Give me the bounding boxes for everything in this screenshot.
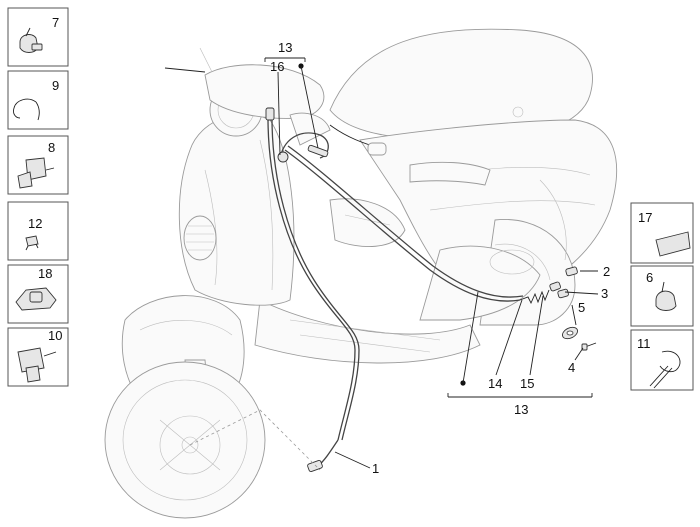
callout-12: 12 — [28, 216, 42, 231]
box-10[interactable]: 10 — [7, 327, 69, 387]
box-12[interactable]: 12 — [7, 201, 69, 261]
callout-4: 4 — [568, 360, 575, 375]
box-17[interactable]: 17 — [630, 202, 694, 264]
callout-3: 3 — [601, 286, 608, 301]
callout-6: 6 — [646, 270, 653, 285]
leader-lines — [264, 57, 599, 469]
bushing-part[interactable] — [565, 266, 578, 277]
box-18[interactable]: 18 — [7, 264, 69, 324]
transmission-cable[interactable] — [284, 149, 521, 302]
callout-15: 15 — [520, 376, 534, 391]
box-9[interactable]: 9 — [7, 70, 69, 130]
callout-13-bottom: 13 — [514, 402, 528, 417]
speedometer-cable[interactable] — [267, 117, 356, 441]
box-8[interactable]: 8 — [7, 135, 69, 195]
callout-9: 9 — [52, 78, 59, 93]
callout-7: 7 — [52, 15, 59, 30]
callout-10: 10 — [48, 328, 62, 343]
callout-13-top: 13 — [278, 40, 292, 55]
box-11[interactable]: 11 — [630, 329, 694, 391]
box-7[interactable]: 7 — [7, 7, 69, 67]
callout-11: 11 — [637, 336, 651, 351]
callout-5: 5 — [578, 300, 585, 315]
box-6[interactable]: 6 — [630, 265, 694, 327]
callout-14: 14 — [488, 376, 502, 391]
callout-18: 18 — [38, 266, 52, 281]
callout-2: 2 — [603, 264, 610, 279]
callout-numbers: 13 16 2 3 5 4 14 15 13 1 — [270, 40, 610, 476]
loose-parts — [557, 266, 597, 351]
scooter-illustration — [104, 28, 617, 519]
callout-17: 17 — [638, 210, 652, 225]
callout-1: 1 — [372, 461, 379, 476]
callout-16: 16 — [270, 59, 284, 74]
speedometer-cable-group — [189, 107, 561, 473]
callout-8: 8 — [48, 140, 55, 155]
